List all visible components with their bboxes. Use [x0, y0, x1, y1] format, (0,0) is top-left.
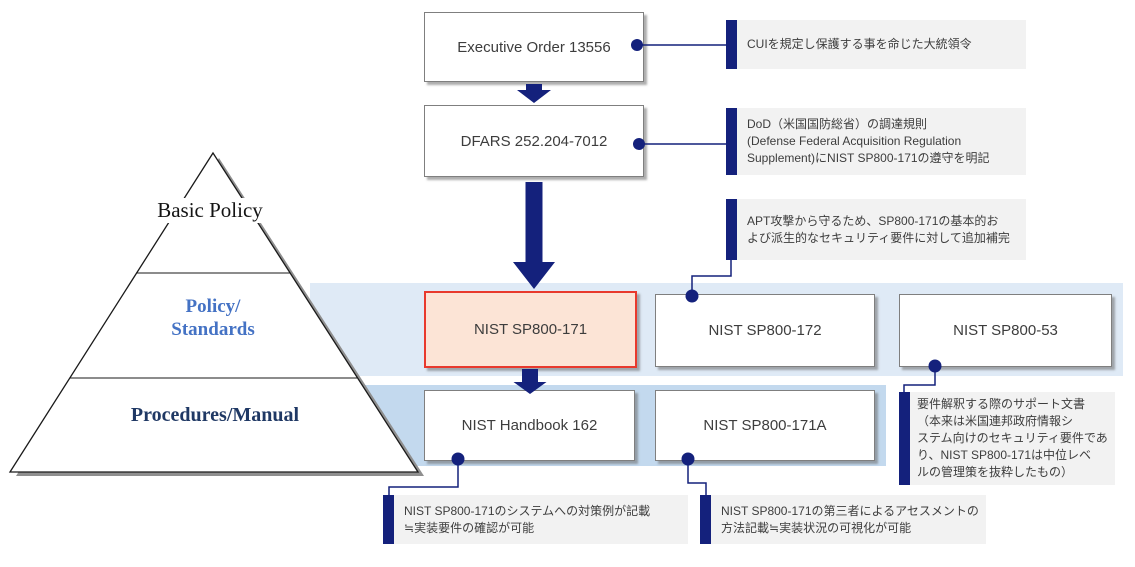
box-nist-sp800-171a: NIST SP800-171A — [655, 390, 875, 461]
box-nist-handbook-162: NIST Handbook 162 — [424, 390, 635, 461]
box-dfars-252-204-7012: DFARS 252.204-7012 — [424, 105, 644, 177]
note-sp800-53-text: 要件解釈する際のサポート文書 （本来は米国連邦政府情報シ ステム向けのセキュリテ… — [910, 392, 1115, 485]
box-nist-sp800-171-highlighted: NIST SP800-171 — [424, 291, 637, 368]
note-accent-bar — [383, 495, 394, 544]
note-dfars: DoD（米国国防総省）の調達規則 (Defense Federal Acquis… — [726, 108, 1026, 175]
note-accent-bar — [700, 495, 711, 544]
arrow-down-icon — [513, 182, 555, 289]
pyramid-outline — [8, 151, 420, 473]
pyramid-level-basic-policy: Basic Policy — [152, 198, 268, 224]
note-handbook-162-text: NIST SP800-171のシステムへの対策例が記載 ≒実装要件の確認が可能 — [394, 495, 688, 544]
box-dfars-label: DFARS 252.204-7012 — [460, 132, 608, 150]
note-accent-bar — [899, 392, 910, 485]
box-nist-sp800-171a-label: NIST SP800-171A — [703, 417, 827, 434]
note-sp800-171a: NIST SP800-171の第三者によるアセスメントの 方法記載≒実装状況の可… — [700, 495, 986, 544]
note-dfars-text: DoD（米国国防総省）の調達規則 (Defense Federal Acquis… — [737, 108, 1026, 175]
note-sp800-53: 要件解釈する際のサポート文書 （本来は米国連邦政府情報シ ステム向けのセキュリテ… — [899, 392, 1115, 485]
note-sp800-171a-text: NIST SP800-171の第三者によるアセスメントの 方法記載≒実装状況の可… — [711, 495, 986, 544]
box-nist-sp800-172: NIST SP800-172 — [655, 294, 875, 367]
arrow-down-icon — [517, 84, 551, 103]
note-accent-bar — [726, 199, 737, 260]
box-nist-sp800-171-label: NIST SP800-171 — [473, 321, 588, 338]
box-nist-sp800-53-label: NIST SP800-53 — [953, 322, 1058, 339]
box-nist-sp800-172-label: NIST SP800-172 — [708, 322, 822, 339]
note-accent-bar — [726, 20, 737, 69]
pyramid-level-procedures-manual: Procedures/Manual — [130, 404, 300, 426]
box-nist-handbook-162-label: NIST Handbook 162 — [461, 417, 598, 434]
note-executive-order-text: CUIを規定し保護する事を命じた大統領令 — [737, 20, 1026, 69]
note-handbook-162: NIST SP800-171のシステムへの対策例が記載 ≒実装要件の確認が可能 — [383, 495, 688, 544]
note-accent-bar — [726, 108, 737, 175]
box-nist-sp800-53: NIST SP800-53 — [899, 294, 1112, 367]
pyramid — [8, 151, 424, 476]
box-executive-order-label: Executive Order 13556 — [457, 38, 611, 56]
box-executive-order-13556: Executive Order 13556 — [424, 12, 644, 82]
note-sp800-172-text: APT攻撃から守るため、SP800-171の基本的お よび派生的なセキュリティ要… — [737, 199, 1026, 260]
pyramid-level-policy-standards: Policy/ Standards — [171, 296, 255, 341]
note-sp800-172: APT攻撃から守るため、SP800-171の基本的お よび派生的なセキュリティ要… — [726, 199, 1026, 260]
note-executive-order: CUIを規定し保護する事を命じた大統領令 — [726, 20, 1026, 69]
